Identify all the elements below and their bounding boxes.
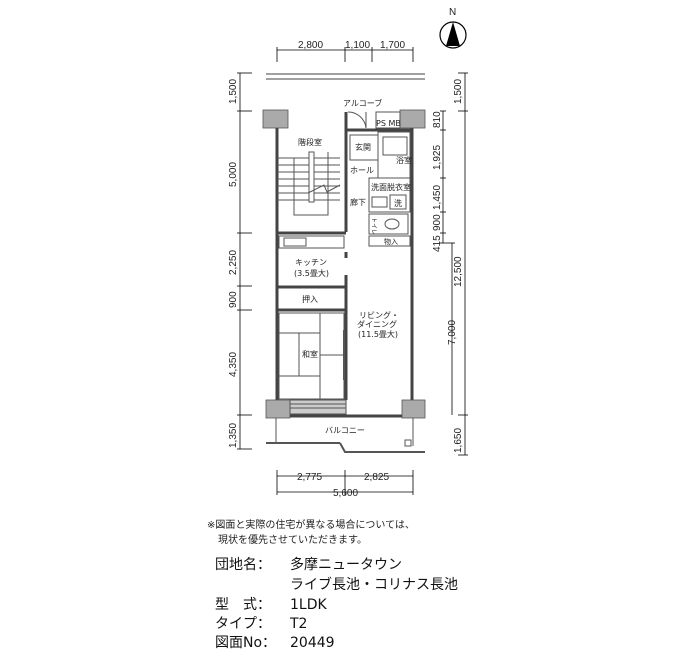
label-balcony: バルコニー — [325, 426, 365, 435]
pillars — [262, 109, 426, 419]
walls — [275, 112, 414, 418]
label-closet: 押入 — [302, 294, 318, 304]
info-subtype: タイプ：T2 — [215, 616, 308, 632]
dim-right-inner-1: 810 — [432, 111, 443, 128]
label-ps-mb: PS MB — [376, 119, 401, 128]
label-washroom: 洗面脱衣室 — [371, 182, 411, 192]
label-storage: 物入 — [384, 237, 398, 246]
label-alcove: アルコーブ — [343, 98, 382, 108]
dim-right-outer-2: 12,500 — [453, 256, 464, 287]
info-type: 型 式：1LDK — [215, 597, 327, 613]
dim-right-inner-3: 1,450 — [432, 185, 443, 210]
label-washer: 洗 — [394, 198, 402, 208]
dim-top-3: 1,700 — [380, 40, 405, 51]
north-arrow-icon: N — [439, 7, 467, 49]
info-estate-2: ライブ長池・コリナス長池 — [290, 577, 458, 593]
dim-right-inner-5: 415 — [432, 235, 443, 252]
dim-right-inner-2: 1,925 — [432, 145, 443, 170]
label-living-size: (11.5畳大) — [358, 329, 398, 339]
interior-lines — [266, 111, 425, 453]
dim-left-5: 4,350 — [228, 352, 239, 377]
info-estate: 団地名：多摩ニュータウン — [215, 557, 402, 573]
dim-right-outer-3: 1,650 — [453, 428, 464, 453]
dim-top-1: 2,800 — [298, 40, 323, 51]
dim-right-inner-4: 900 — [432, 214, 443, 231]
label-living: リビング・ — [359, 310, 399, 320]
label-entrance: 玄関 — [355, 142, 371, 152]
dim-right-outer-1: 1,500 — [453, 79, 464, 104]
dim-left-1: 1,500 — [228, 79, 239, 104]
dim-bottom-1: 2,775 — [297, 472, 322, 483]
dim-left-2: 5,000 — [228, 162, 239, 187]
svg-text:N: N — [449, 7, 456, 18]
dim-left-6: 1,350 — [228, 423, 239, 448]
label-japanese-room: 和室 — [302, 349, 318, 359]
dim-bottom-total: 5,600 — [333, 488, 358, 499]
dim-bottom-2: 2,825 — [364, 472, 389, 483]
dim-right-inner-6: 7,000 — [447, 320, 458, 345]
label-bath: 浴室 — [396, 155, 412, 165]
info-drawing-no: 図面No：20449 — [215, 635, 335, 651]
dim-left-3: 2,250 — [228, 250, 239, 275]
note-line-2: 現状を優先させていただきます。 — [218, 535, 367, 546]
label-kitchen-size: (3.5畳大) — [294, 268, 329, 278]
dim-left-4: 900 — [228, 291, 239, 308]
label-dining: ダイニング — [357, 319, 397, 329]
label-hall: ホール — [350, 166, 374, 175]
label-stairwell: 階段室 — [298, 137, 322, 147]
label-corridor: 廊下 — [350, 197, 366, 207]
dimension-lines — [237, 47, 468, 495]
label-kitchen: キッチン — [295, 258, 327, 267]
dim-top-2: 1,100 — [345, 40, 370, 51]
note-line-1: ※図面と実際の住宅が異なる場合については、 — [207, 520, 415, 531]
label-toilet: トイレ — [370, 217, 377, 235]
